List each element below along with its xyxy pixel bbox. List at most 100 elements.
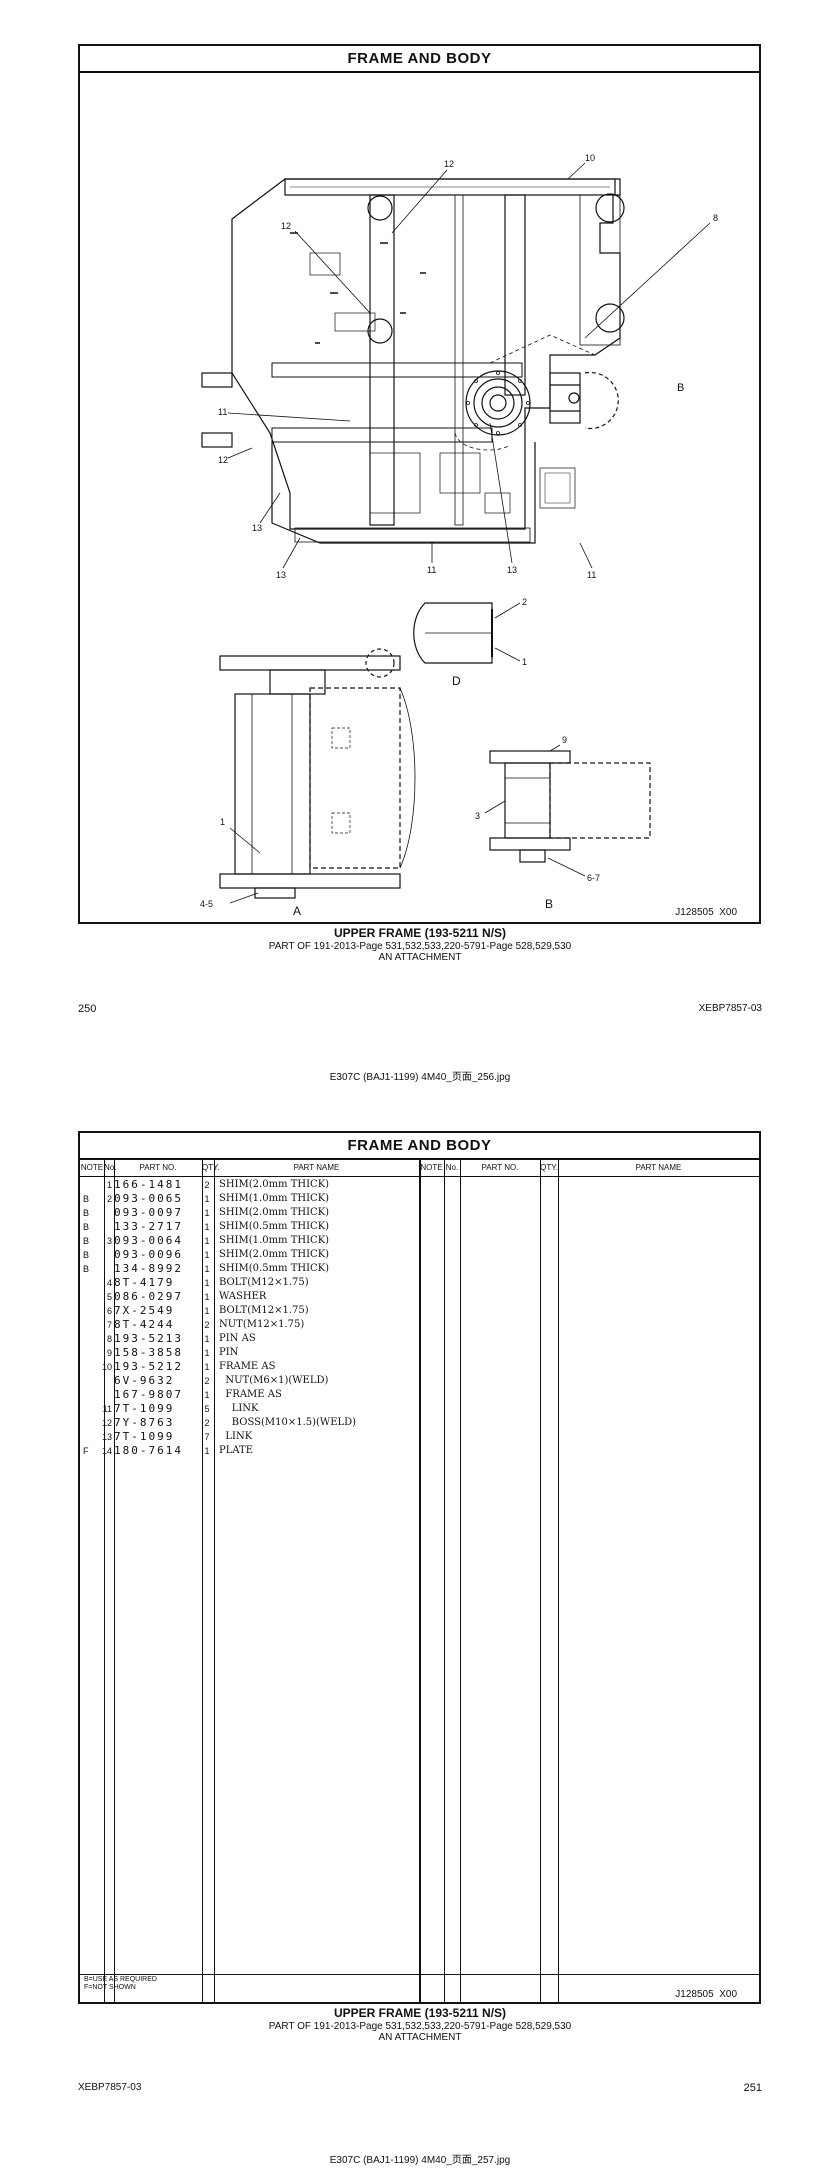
page-number: 251 <box>743 2082 762 2094</box>
part-name-cell: LINK <box>219 1403 259 1414</box>
part-name-cell: SHIM(2.0mm THICK) <box>219 1249 330 1260</box>
drawing-id: J128505 X00 <box>675 907 737 918</box>
callout: 1 <box>522 657 527 667</box>
col-no: No. <box>445 1163 459 1172</box>
callout: 6-7 <box>587 873 600 883</box>
qty-cell: 1 <box>204 1236 210 1246</box>
qty-cell: 2 <box>204 1320 210 1330</box>
part-number-cell: 7T-1099 <box>114 1430 175 1443</box>
footnote-b: B=USE AS REQUIRED <box>84 1976 157 1983</box>
qty-cell: 1 <box>204 1222 210 1232</box>
caption-line3: AN ATTACHMENT <box>378 952 462 963</box>
callout: 11 <box>587 570 596 580</box>
part-number-cell: 6V-9632 <box>114 1374 175 1387</box>
part-name-cell: NUT(M12×1.75) <box>219 1319 305 1330</box>
ref-number-cell: 12 <box>101 1418 112 1428</box>
ref-number-cell: 3 <box>106 1236 112 1246</box>
part-number-cell: 180-7614 <box>114 1444 183 1457</box>
qty-cell: 1 <box>204 1250 210 1260</box>
qty-cell: 1 <box>204 1264 210 1274</box>
part-number-cell: 093-0064 <box>114 1234 183 1247</box>
ref-number-cell: 6 <box>106 1306 112 1316</box>
part-number-cell: 167-9807 <box>114 1388 183 1401</box>
note-cell: F <box>83 1446 89 1456</box>
qty-cell: 1 <box>204 1348 210 1358</box>
qty-cell: 5 <box>204 1404 210 1414</box>
callout: 4-5 <box>200 899 213 909</box>
callout: 2 <box>522 597 527 607</box>
part-name-cell: PLATE <box>219 1445 254 1456</box>
qty-cell: 2 <box>204 1180 210 1190</box>
file-caption: E307C (BAJ1-1199) 4M40_页面_257.jpg <box>329 2155 511 2166</box>
qty-cell: 1 <box>204 1292 210 1302</box>
part-name-cell: FRAME AS <box>219 1361 276 1372</box>
section-title: FRAME AND BODY <box>80 46 759 73</box>
callout: 13 <box>252 523 262 533</box>
ref-number-cell: 14 <box>101 1446 112 1456</box>
col-qty: QTY. <box>202 1163 220 1172</box>
view-label: B <box>677 382 684 394</box>
qty-cell: 2 <box>204 1376 210 1386</box>
col-part-no: PART NO. <box>481 1163 519 1172</box>
callout: 12 <box>218 455 228 465</box>
ref-number-cell: 7 <box>106 1320 112 1330</box>
callout: 1 <box>220 817 225 827</box>
doc-code: XEBP7857-03 <box>78 2082 142 2093</box>
qty-cell: 1 <box>204 1194 210 1204</box>
callout: 13 <box>507 565 517 575</box>
part-name-cell: FRAME AS <box>219 1389 282 1400</box>
part-number-cell: 7X-2549 <box>114 1304 175 1317</box>
part-name-cell: BOLT(M12×1.75) <box>219 1305 309 1316</box>
part-number-cell: 134-8992 <box>114 1262 183 1275</box>
footnote-rule <box>80 1974 759 1975</box>
col-note: NOTE <box>80 1163 104 1172</box>
drawing-frame: FRAME AND BODY <box>78 44 761 924</box>
part-name-cell: PIN <box>219 1347 239 1358</box>
footnote-f: F=NOT SHOWN <box>84 1984 136 1991</box>
col-note: NOTE <box>420 1163 443 1172</box>
caption-line2: PART OF 191-2013-Page 531,532,533,220-57… <box>268 941 572 952</box>
callout: 13 <box>276 570 286 580</box>
note-cell: B <box>83 1264 90 1274</box>
qty-cell: 2 <box>204 1418 210 1428</box>
part-name-cell: SHIM(1.0mm THICK) <box>219 1235 330 1246</box>
col-part-name: PART NAME <box>293 1163 340 1172</box>
part-name-cell: WASHER <box>219 1291 267 1302</box>
ref-number-cell: 5 <box>106 1292 112 1302</box>
col-part-name: PART NAME <box>635 1163 682 1172</box>
part-name-cell: SHIM(2.0mm THICK) <box>219 1179 330 1190</box>
qty-cell: 1 <box>204 1278 210 1288</box>
ref-number-cell: 10 <box>101 1362 112 1372</box>
callout: 11 <box>427 565 436 575</box>
part-name-cell: SHIM(0.5mm THICK) <box>219 1221 330 1232</box>
view-label: D <box>452 674 461 688</box>
part-number-cell: 093-0065 <box>114 1192 183 1205</box>
parts-table: NOTE No. PART NO. QTY. PART NAME NOTE No… <box>80 1160 759 2004</box>
qty-cell: 1 <box>204 1390 210 1400</box>
ref-number-cell: 2 <box>106 1194 112 1204</box>
caption-line3: AN ATTACHMENT <box>378 2032 462 2043</box>
qty-cell: 1 <box>204 1446 210 1456</box>
table-header: NOTE No. PART NO. QTY. PART NAME NOTE No… <box>80 1160 759 1177</box>
part-number-cell: 166-1481 <box>114 1178 183 1191</box>
file-caption: E307C (BAJ1-1199) 4M40_页面_256.jpg <box>329 1072 511 1083</box>
qty-cell: 1 <box>204 1334 210 1344</box>
part-number-cell: 086-0297 <box>114 1290 183 1303</box>
section-title: FRAME AND BODY <box>80 1133 759 1160</box>
part-number-cell: 133-2717 <box>114 1220 183 1233</box>
part-number-cell: 158-3858 <box>114 1346 183 1359</box>
note-cell: B <box>83 1250 90 1260</box>
ref-number-cell: 9 <box>106 1348 112 1358</box>
callout: 9 <box>562 735 567 745</box>
part-name-cell: NUT(M6×1)(WELD) <box>219 1375 329 1386</box>
part-name-cell: BOLT(M12×1.75) <box>219 1277 309 1288</box>
part-name-cell: PIN AS <box>219 1333 256 1344</box>
callout: 12 <box>444 159 454 169</box>
part-name-cell: BOSS(M10×1.5)(WELD) <box>219 1417 357 1428</box>
part-number-cell: 093-0097 <box>114 1206 183 1219</box>
col-no: No. <box>104 1163 117 1172</box>
part-number-cell: 193-5212 <box>114 1360 183 1373</box>
qty-cell: 1 <box>204 1306 210 1316</box>
caption-line1: UPPER FRAME (193-5211 N/S) <box>333 2006 507 2020</box>
ref-number-cell: 11 <box>102 1404 112 1414</box>
